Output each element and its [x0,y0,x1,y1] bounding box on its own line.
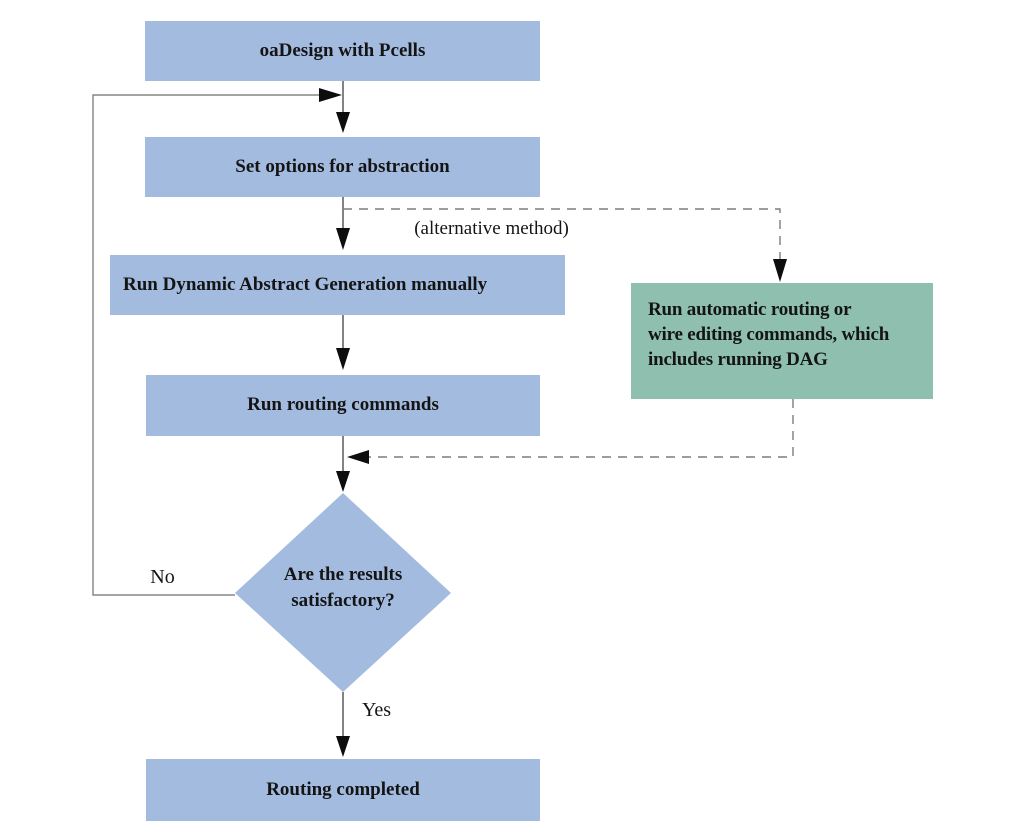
flow-step-run-automatic-routing: Run automatic routing or wire editing co… [631,283,933,399]
arrowhead-no-loop [319,88,342,102]
edge-label-alternative-method: (alternative method) [414,218,569,239]
arrowhead-into-decision [336,471,350,492]
flow-step-label: Routing completed [266,778,420,800]
flow-step-label: oaDesign with Pcells [259,39,426,61]
flow-step-label: Run Dynamic Abstract Generation manually [123,273,488,295]
flow-step-run-routing: Run routing commands [146,375,540,436]
flow-step-label: Run routing commands [247,394,439,416]
edge-label-no: No [150,566,175,588]
flow-step-label: Set options for abstraction [235,155,450,177]
arrowhead-into-runrouting [336,348,350,370]
decision-question-line: Are the results [283,564,403,585]
flow-step-oadesign: oaDesign with Pcells [145,21,540,81]
decision-question: Are the results satisfactory? [243,562,443,614]
decision-question-line: satisfactory? [291,590,395,611]
arrowhead-into-runauto [773,259,787,282]
flow-step-label-line: includes running DAG [648,349,828,370]
flow-step-run-dag-manually: Run Dynamic Abstract Generation manually [110,255,565,315]
arrowhead-into-setoptions [336,112,350,133]
arrowhead-into-rundag [336,228,350,250]
flow-step-label-line: wire editing commands, which [648,324,890,345]
edge-label-yes: Yes [361,699,392,721]
flow-step-routing-completed: Routing completed [146,759,540,821]
arrowhead-into-completed [336,736,350,757]
edge-alternative-return [369,399,794,458]
flow-step-set-options: Set options for abstraction [145,137,540,197]
decision-diamond-shape [235,493,451,692]
flow-step-label-line: Run automatic routing or [648,299,852,320]
edge-no-loop [92,94,319,596]
edge-alternative-out [343,208,781,260]
arrowhead-alternative-return [347,450,369,464]
